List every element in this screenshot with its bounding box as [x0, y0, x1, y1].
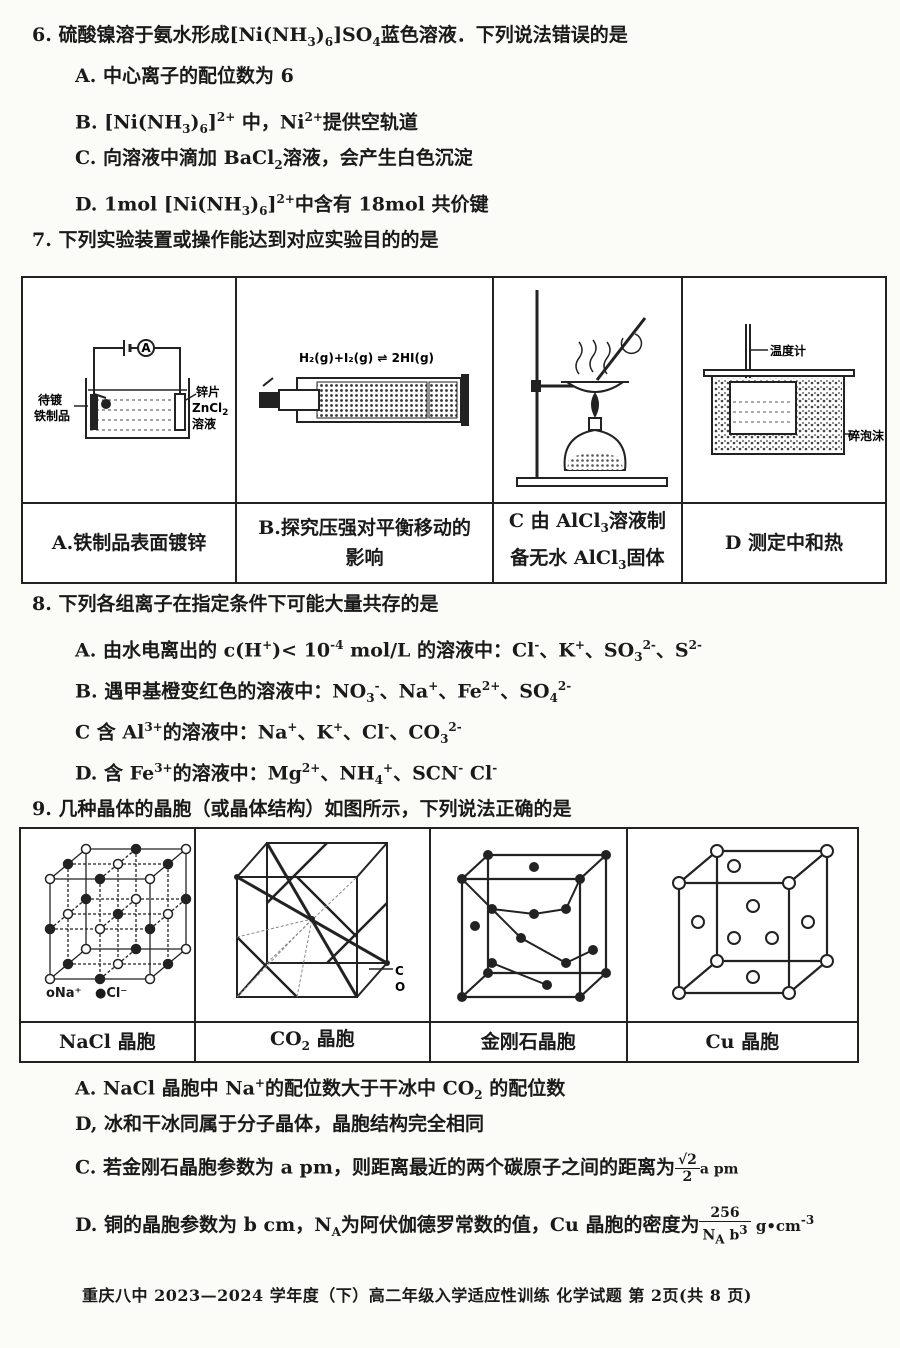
q8-option-b: B. 遇甲基橙变红色的溶液中：NO3-、Na+、Fe2+、SO42- [75, 679, 572, 706]
co2-cell-figure: C O [193, 827, 431, 1023]
q7-figure-b: H₂(g)+I₂(g) ⇌ 2HI(g) [235, 276, 494, 504]
nacl-caption: NaCl 晶胞 [19, 1021, 196, 1063]
diamond-caption: 金刚石晶胞 [428, 1021, 628, 1063]
q6-option-c: C. 向溶液中滴加 BaCl2溶液，会产生白色沉淀 [75, 147, 473, 172]
q7-figure-d: 温度计 碎泡沫 [680, 276, 888, 504]
svg-text:O: O [395, 980, 405, 994]
q7-figure-c [491, 276, 683, 504]
svg-text:H₂(g)+I₂(g) ⇌ 2HI(g): H₂(g)+I₂(g) ⇌ 2HI(g) [299, 351, 434, 365]
q7-figure-a: A 待镀 铁制品 锌片 [20, 276, 238, 504]
q6-stem: 6. 硫酸镍溶于氨水形成[Ni(NH3)6]SO4蓝色溶液．下列说法错误的是 [32, 24, 628, 49]
nacl-cell-figure [19, 827, 196, 1023]
q7-caption-b: B.探究压强对平衡移动的影响 [235, 502, 494, 584]
q7-apparatus-table: A 待镀 铁制品 锌片 [20, 276, 888, 584]
page-footer: 重庆八中 2023—2024 学年度（下）高二年级入学适应性训练 化学试题 第 … [82, 1286, 752, 1305]
svg-text:ZnCl2: ZnCl2 [192, 401, 228, 418]
q9-option-b: D, 冰和干冰同属于分子晶体，晶胞结构完全相同 [75, 1113, 485, 1135]
q7-caption-a: A.铁制品表面镀锌 [20, 502, 238, 584]
calorimeter-figure: 温度计 碎泡沫 [702, 324, 885, 455]
q8-stem: 8. 下列各组离子在指定条件下可能大量共存的是 [32, 593, 439, 615]
svg-text:碎泡沫: 碎泡沫 [848, 428, 884, 443]
q7-stem: 7. 下列实验装置或操作能达到对应实验目的的是 [32, 229, 439, 251]
q6-option-d: D. 1mol [Ni(NH3)6]2+中含有 18mol 共价键 [75, 192, 489, 219]
svg-text:溶液: 溶液 [192, 416, 216, 431]
q7-caption-c: C 由 AlCl3溶液制 备无水 AlCl3固体 [491, 502, 683, 584]
q8-option-c: C 含 Al3+的溶液中：Na+、K+、Cl-、CO32- [75, 720, 462, 747]
cu-lattice [672, 844, 835, 1000]
q8-option-a: A. 由水电离出的 c(H+)< 10-4 mol/L 的溶液中：Cl-、K+、… [75, 638, 702, 665]
nacl-legend: oNa⁺ ●Cl⁻ [46, 986, 128, 1001]
svg-text:A: A [141, 341, 151, 355]
svg-text:待镀: 待镀 [38, 392, 63, 407]
q6-option-a: A. 中心离子的配位数为 6 [75, 65, 294, 87]
nacl-lattice [45, 843, 192, 985]
diamond-cell-figure [428, 827, 628, 1023]
cu-caption: Cu 晶胞 [625, 1021, 860, 1063]
q9-option-a: A. NaCl 晶胞中 Na+的配位数大于干冰中 CO2 的配位数 [75, 1076, 566, 1103]
syringe-figure: H₂(g)+I₂(g) ⇌ 2HI(g) [258, 351, 469, 426]
q8-option-d: D. 含 Fe3+的溶液中：Mg2+、NH4+、SCN- Cl- [75, 761, 498, 788]
svg-text:C: C [395, 964, 404, 978]
svg-text:温度计: 温度计 [770, 343, 806, 358]
electroplating-figure: A 待镀 铁制品 锌片 [34, 339, 229, 439]
q6-option-b: B. [Ni(NH3)6]2+ 中，Ni2+提供空轨道 [75, 110, 418, 137]
diamond-lattice [457, 850, 612, 1002]
q9-crystal-table: C O NaCl 晶胞 CO2 晶胞 金刚石晶胞 Cu 晶胞 [19, 827, 860, 1063]
evaporation-figure [516, 290, 669, 487]
q9-stem: 9. 几种晶体的晶胞（或晶体结构）如图所示，下列说法正确的是 [32, 798, 572, 820]
svg-text:锌片: 锌片 [196, 384, 220, 399]
cu-cell-figure [625, 827, 860, 1023]
q7-caption-d: D 测定中和热 [680, 502, 888, 584]
co2-caption: CO2 晶胞 [193, 1021, 431, 1063]
svg-text:铁制品: 铁制品 [34, 408, 70, 423]
co2-lattice: C O [234, 842, 406, 998]
